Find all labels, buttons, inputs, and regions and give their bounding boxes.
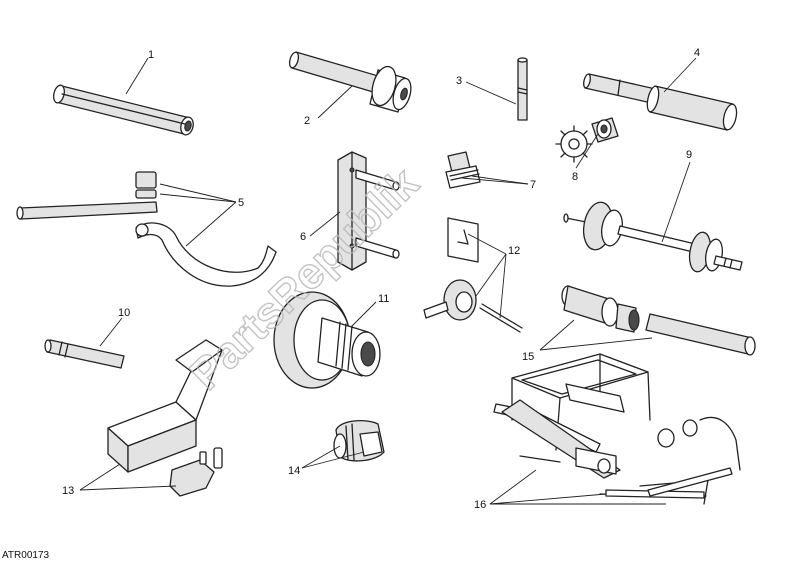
tool-8-nut[interactable] (591, 117, 619, 143)
tool-11-flanged-sleeve[interactable] (273, 291, 381, 389)
callout-10: 10 (118, 307, 130, 319)
tool-3-pin[interactable] (517, 57, 528, 121)
tool-10-pin[interactable] (44, 339, 125, 369)
callout-6: 6 (300, 231, 306, 243)
callout-numbers: 1 2 3 4 5 6 7 8 9 10 11 12 13 14 15 16 (62, 47, 700, 511)
tool-9-puller-shaft[interactable] (563, 200, 743, 273)
tool-16-lift-stand[interactable] (493, 353, 741, 505)
tool-2-drift[interactable] (288, 51, 414, 113)
tool-1-cylinder[interactable] (52, 84, 195, 136)
callout-12: 12 (508, 245, 520, 257)
callout-8: 8 (572, 171, 578, 183)
callout-3: 3 (456, 75, 462, 87)
tool-15-bushings-shaft[interactable] (561, 285, 756, 356)
tool-5-spanner-set[interactable] (16, 171, 277, 287)
callout-1: 1 (148, 49, 154, 61)
callout-15: 15 (522, 351, 534, 363)
callout-16: 16 (474, 499, 486, 511)
tool-12-plate-knob-pin[interactable] (423, 217, 523, 333)
leader-lines (79, 57, 697, 505)
callout-2: 2 (304, 115, 310, 127)
gear-icon (555, 125, 593, 163)
callout-11: 11 (378, 293, 389, 305)
callout-4: 4 (694, 47, 700, 59)
tool-13-case-fixture[interactable] (107, 339, 223, 497)
callout-14: 14 (288, 465, 300, 477)
tool-4-stepped-shaft[interactable] (583, 73, 739, 132)
tool-6-plate-studs[interactable] (337, 151, 400, 271)
callout-9: 9 (686, 149, 692, 161)
tool-7-threaded-adapter[interactable] (445, 151, 481, 189)
tool-14-ring-pair[interactable] (333, 419, 385, 462)
diagram-code: ATR00173 (2, 550, 50, 561)
callout-13: 13 (62, 485, 74, 497)
callout-5: 5 (238, 197, 244, 209)
callout-7: 7 (530, 179, 536, 191)
